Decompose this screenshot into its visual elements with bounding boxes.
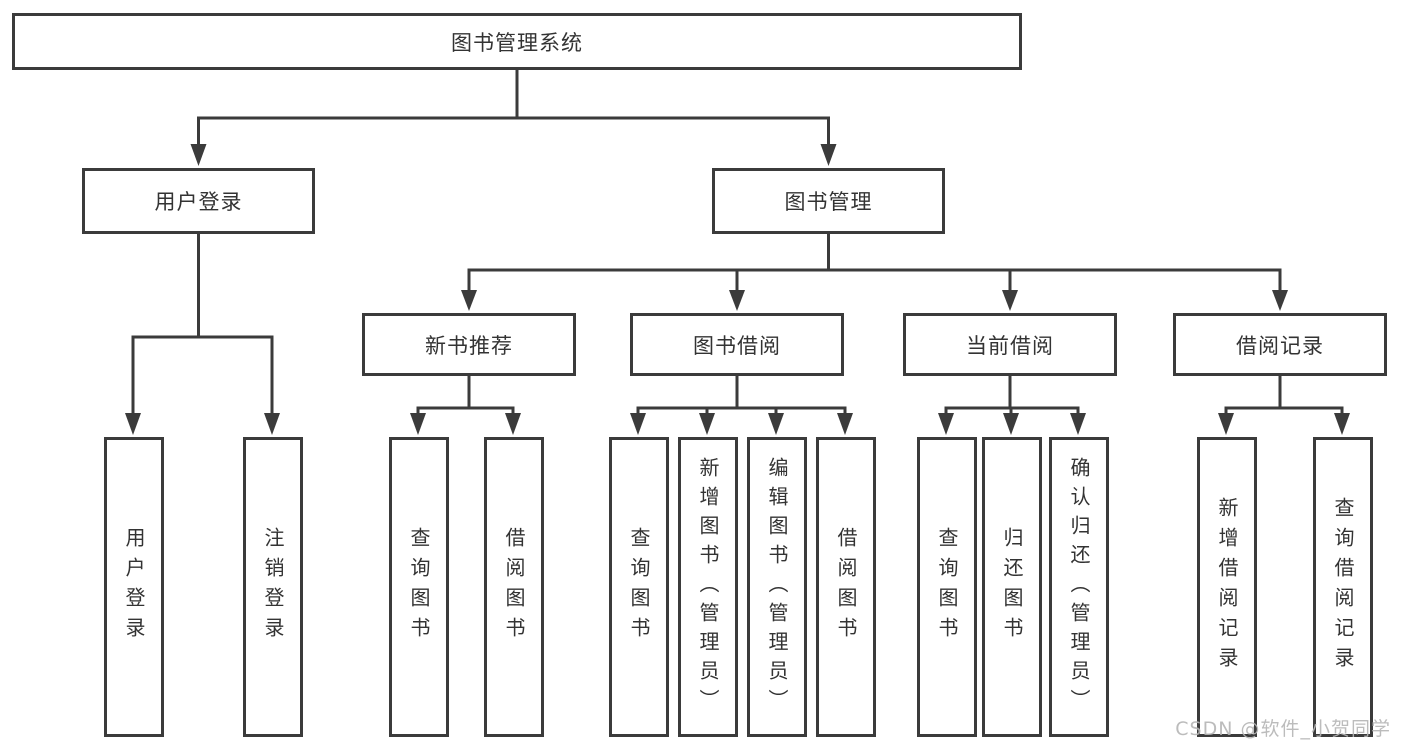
leaf-return-book: 归还图书 [982,437,1042,737]
node-current-borrow: 当前借阅 [903,313,1117,376]
leaf-logout: 注销登录 [243,437,303,737]
connector-book-management-fork [461,232,1288,311]
leaf-user-login-label: 用户登录 [122,527,146,647]
node-root-system-label: 图书管理系统 [451,30,583,55]
node-new-book-recommend-label: 新书推荐 [425,333,513,358]
node-book-management: 图书管理 [712,168,945,234]
connector-book-borrow-fork [630,374,853,435]
node-book-borrow: 图书借阅 [630,313,844,376]
leaf-confirm-return-admin-label: 确认归还（管理员） [1067,456,1091,718]
leaf-borrow-books-recommend-label: 借阅图书 [502,527,526,647]
leaf-query-books-current-label: 查询图书 [935,527,959,647]
leaf-return-book-label: 归还图书 [1000,527,1024,647]
leaf-logout-label: 注销登录 [261,527,285,647]
node-new-book-recommend: 新书推荐 [362,313,576,376]
connector-root-fork [190,68,837,166]
leaf-edit-book-admin: 编辑图书（管理员） [747,437,807,737]
connector-current-borrow-fork [938,374,1086,435]
leaf-add-borrow-record: 新增借阅记录 [1197,437,1257,737]
node-book-management-label: 图书管理 [784,190,873,214]
leaf-user-login: 用户登录 [104,437,164,737]
leaf-add-book-admin: 新增图书（管理员） [678,437,738,737]
leaf-query-books-recommend: 查询图书 [389,437,449,737]
leaf-borrow-books-recommend: 借阅图书 [484,437,544,737]
node-root-system: 图书管理系统 [12,13,1022,70]
connector-new-book-fork [410,374,521,435]
leaf-query-books-recommend-label: 查询图书 [407,527,431,647]
leaf-borrow-books-label: 借阅图书 [834,527,858,647]
leaf-query-borrow-record-label: 查询借阅记录 [1331,497,1355,677]
node-borrow-records-label: 借阅记录 [1236,333,1324,358]
leaf-add-borrow-record-label: 新增借阅记录 [1215,497,1239,677]
leaf-borrow-books: 借阅图书 [816,437,876,737]
node-user-login: 用户登录 [82,168,315,234]
leaf-edit-book-admin-label: 编辑图书（管理员） [765,456,789,718]
csdn-watermark: CSDN @软件_小贺同学 [1175,718,1391,740]
leaf-query-borrow-record: 查询借阅记录 [1313,437,1373,737]
connector-user-login-fork [125,232,280,435]
node-borrow-records: 借阅记录 [1173,313,1387,376]
leaf-add-book-admin-label: 新增图书（管理员） [696,456,720,718]
node-book-borrow-label: 图书借阅 [693,333,781,358]
connector-borrow-records-fork [1218,374,1350,435]
node-current-borrow-label: 当前借阅 [966,333,1054,358]
leaf-confirm-return-admin: 确认归还（管理员） [1049,437,1109,737]
leaf-query-books-borrow: 查询图书 [609,437,669,737]
leaf-query-books-borrow-label: 查询图书 [627,527,651,647]
leaf-query-books-current: 查询图书 [917,437,977,737]
node-user-login-label: 用户登录 [154,190,243,214]
